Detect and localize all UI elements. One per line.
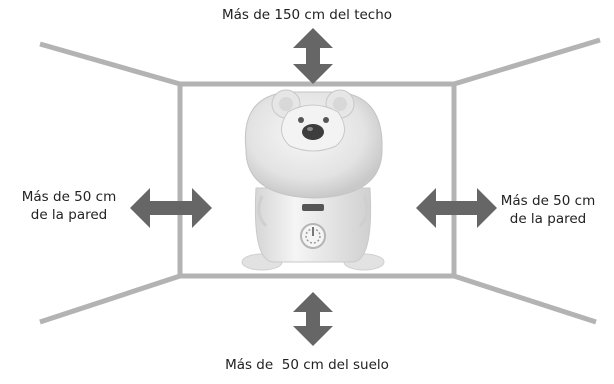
- right-wall-distance-label: Más de 50 cm de la pared: [484, 192, 612, 228]
- floor-distance-label: Más de 50 cm del suelo: [225, 357, 389, 373]
- ceiling-right-edge: [453, 37, 601, 87]
- left-wall-distance-line2: de la pared: [30, 207, 108, 223]
- left-wall-distance-label: Más de 50 cm de la pared: [4, 188, 134, 224]
- right-wall-distance-line1: Más de 50 cm: [500, 193, 596, 209]
- floor-left-edge: [39, 273, 181, 325]
- bear-humidifier-icon: [241, 89, 385, 271]
- floor-right-edge: [453, 273, 597, 325]
- room-outline: [39, 37, 601, 325]
- right-wall-distance-line2: de la pared: [509, 211, 587, 227]
- ceiling-left-edge: [39, 41, 181, 87]
- ceiling-distance-label: Más de 150 cm del techo: [221, 7, 393, 23]
- left-wall-distance-line1: Más de 50 cm: [21, 189, 117, 205]
- arrows: [130, 28, 497, 346]
- back-wall: [177, 81, 457, 279]
- left-arrow-icon: [130, 188, 212, 228]
- right-arrow-icon: [416, 188, 497, 228]
- top-arrow-icon: [293, 28, 333, 84]
- bottom-arrow-icon: [293, 292, 333, 346]
